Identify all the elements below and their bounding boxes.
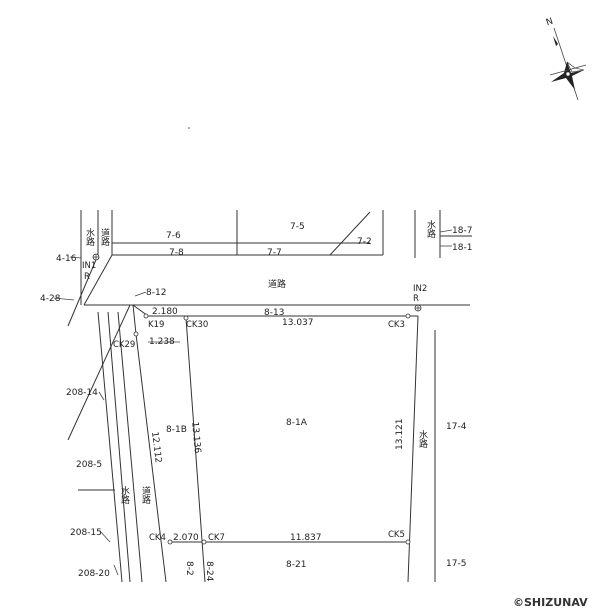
survey-point-ck29 <box>133 331 139 337</box>
point-label-ck3: CK3 <box>388 320 405 330</box>
survey-points <box>92 253 422 545</box>
distance-11-837: 11.837 <box>290 533 322 543</box>
upper-boundaries <box>67 210 472 327</box>
distance-12-112: 12.112 <box>149 431 163 463</box>
parcel-7-2: 7-2 <box>357 237 372 247</box>
distance-13-136: 13.136 <box>189 421 202 454</box>
parcel-7-5: 7-5 <box>290 222 305 232</box>
parcel-7-8: 7-8 <box>169 248 184 258</box>
waterway-label-top-right: 水路 <box>425 219 436 239</box>
parcel-208-15: 208-15 <box>70 528 102 538</box>
parcel-7-7: 7-7 <box>267 248 282 258</box>
distance-13-037: 13.037 <box>282 318 314 328</box>
point-label-ck30: CK30 <box>186 320 208 330</box>
survey-point-ck3 <box>405 313 411 319</box>
survey-point-ck30 <box>183 315 189 321</box>
parcel-8-12: 8-12 <box>146 288 166 298</box>
parcel-labels: 7-6 7-5 7-8 7-7 7-2 18-7 18-1 4-16 4-28 … <box>40 222 472 582</box>
distance-labels: 2.180 13.037 1.238 12.112 13.136 13.121 … <box>149 307 405 543</box>
leader-lines <box>53 229 453 576</box>
parcel-7-6: 7-6 <box>166 231 181 241</box>
point-label-ck4: CK4 <box>149 533 166 543</box>
distance-2-180: 2.180 <box>152 307 178 317</box>
parcel-208-20: 208-20 <box>78 569 110 579</box>
point-label-ck5: CK5 <box>388 530 405 540</box>
waterway-label-top-left: 水路 <box>84 227 95 247</box>
road-label-top-left: 道路 <box>99 227 110 247</box>
road-label-left: 道路 <box>140 485 151 505</box>
parcel-8-21: 8-21 <box>286 560 306 570</box>
parcel-208-14: 208-14 <box>66 388 98 398</box>
compass-rose-icon: N <box>545 17 587 101</box>
point-label-ck7: CK7 <box>208 533 225 543</box>
distance-13-121: 13.121 <box>395 419 405 451</box>
parcel-17-5: 17-5 <box>446 559 466 569</box>
survey-point-k19 <box>143 313 149 319</box>
parcel-8-13: 8-13 <box>264 308 284 318</box>
road-label-main: 道路 <box>268 278 286 290</box>
waterway-label-left: 水路 <box>119 485 130 505</box>
survey-point-ck4 <box>167 539 173 545</box>
point-label-in1: IN1 <box>82 261 96 271</box>
parcel-208-5: 208-5 <box>76 460 102 470</box>
parcel-18-1: 18-1 <box>452 243 472 253</box>
parcel-18-7: 18-7 <box>452 226 472 236</box>
road-labels: 道路 道路 道路 水路 水路 水路 水路 <box>84 219 436 505</box>
point-labels: IN1 R IN2 R K19 CK30 CK3 CK29 CK4 CK7 CK… <box>82 261 427 543</box>
point-label-in1-r: R <box>84 272 90 282</box>
parcel-8-1A: 8-1A <box>286 418 308 428</box>
point-label-ck29: CK29 <box>113 340 135 350</box>
parcel-17-4: 17-4 <box>446 422 467 432</box>
parcel-8-24: 8-24 <box>204 561 214 582</box>
point-label-k19: K19 <box>148 320 164 330</box>
distance-2-070: 2.070 <box>173 533 199 543</box>
parcel-4-28: 4-28 <box>40 294 61 304</box>
subject-lot <box>132 304 408 583</box>
distance-1-238: 1.238 <box>149 337 175 347</box>
point-label-in2: IN2 <box>413 284 427 294</box>
parcel-8-1B: 8-1B <box>166 425 187 435</box>
parcel-8-2: 8-2 <box>184 561 194 576</box>
point-label-in2-r: R <box>413 294 419 304</box>
copyright-text: ©SHIZUNAV <box>513 596 588 608</box>
survey-point-ck7 <box>201 539 207 545</box>
waterway-label-right: 水路 <box>417 429 428 449</box>
road-boundaries <box>67 304 470 583</box>
compass-north-label: N <box>545 17 554 29</box>
parcel-4-16: 4-16 <box>56 254 77 264</box>
survey-point-ck5 <box>405 539 411 545</box>
